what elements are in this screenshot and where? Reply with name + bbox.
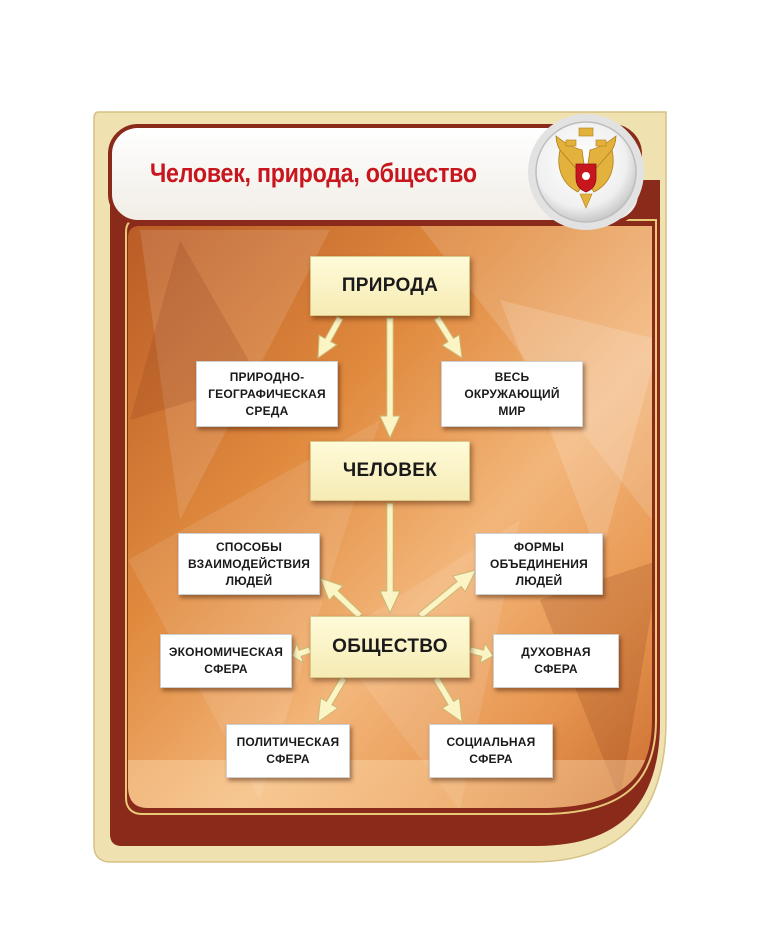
node-polit: ПОЛИТИЧЕСКАЯ СФЕРА — [226, 724, 350, 778]
russian-coat-of-arms-icon — [555, 127, 617, 209]
node-ekonom: ЭКОНОМИЧЕСКАЯ СФЕРА — [160, 634, 292, 688]
node-sposoby: СПОСОБЫ ВЗАИМОДЕЙСТВИЯ ЛЮДЕЙ — [178, 533, 320, 595]
emblem — [528, 114, 644, 230]
node-social: СОЦИАЛЬНАЯ СФЕРА — [429, 724, 553, 778]
arrow-chelovek-to-obshchestvo — [379, 502, 401, 615]
diagram-arrows — [291, 315, 494, 724]
arrow-obshchestvo-to-duhov — [468, 642, 494, 664]
node-ves-mir: ВЕСЬ ОКРУЖАЮЩИЙ МИР — [441, 361, 583, 427]
node-formy: ФОРМЫ ОБЪЕДИНЕНИЯ ЛЮДЕЙ — [475, 533, 603, 595]
node-duhov: ДУХОВНАЯ СФЕРА — [493, 634, 619, 688]
node-priroda: ПРИРОДА — [310, 256, 470, 316]
arrow-obshchestvo-to-sposoby — [319, 577, 363, 620]
stand-inner-gold-line — [125, 219, 657, 815]
arrow-obshchestvo-to-ekonom — [291, 642, 312, 664]
arrow-obshchestvo-to-formy — [417, 569, 477, 620]
node-chelovek: ЧЕЛОВЕК — [310, 441, 470, 501]
arrow-priroda-to-chelovek — [379, 317, 401, 440]
node-geo-sreda: ПРИРОДНО- ГЕОГРАФИЧЕСКАЯ СРЕДА — [196, 361, 338, 427]
stand-title: Человек, природа, общество — [150, 158, 477, 188]
arrow-priroda-to-ves_mir — [433, 315, 463, 359]
arrow-priroda-to-geo_sreda — [317, 315, 344, 359]
node-obshchestvo: ОБЩЕСТВО — [310, 616, 470, 678]
arrow-obshchestvo-to-polit — [317, 675, 348, 724]
arrow-obshchestvo-to-social — [432, 675, 463, 724]
